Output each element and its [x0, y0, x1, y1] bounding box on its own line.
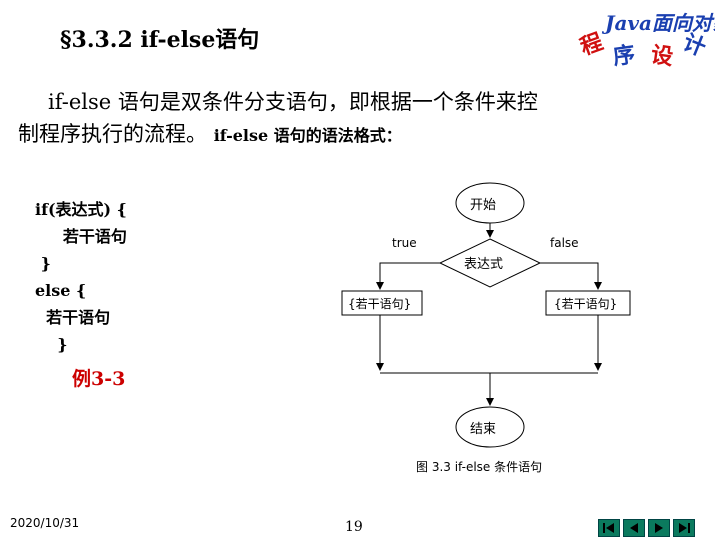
prev-icon — [630, 523, 638, 533]
code-line: } — [35, 254, 51, 273]
slide-navigation — [598, 519, 695, 537]
logo-char-3: 设 — [649, 42, 674, 68]
syntax-code-block: if(表达式) { 若干语句 } else { 若干语句 } — [35, 196, 127, 358]
condition-node — [438, 238, 542, 288]
example-link[interactable]: 例3-3 — [72, 368, 126, 390]
true-block-label: {若干语句} — [348, 297, 411, 311]
logo-char-2: 序 — [611, 41, 636, 68]
last-page-icon — [679, 523, 690, 533]
if-else-flowchart: 开始 表达式 true false {若干语句} {若干语句} 结束 图 3.3… — [341, 182, 631, 474]
code-line: } — [35, 335, 68, 354]
slide-title: §3.3.2 if-else语句 — [60, 27, 260, 53]
last-page-button[interactable] — [673, 519, 695, 537]
intro-line-1: if-else 语句是双条件分支语句，即根据一个条件来控 — [48, 90, 538, 114]
code-line: if(表达式) { — [35, 200, 127, 219]
end-label: 结束 — [470, 422, 496, 437]
end-node — [455, 406, 525, 448]
logo-char-1: 程 — [577, 29, 607, 61]
prev-page-button[interactable] — [623, 519, 645, 537]
code-line: 若干语句 — [35, 227, 127, 246]
next-page-button[interactable] — [648, 519, 670, 537]
true-label: true — [392, 236, 417, 250]
false-block — [545, 290, 631, 316]
first-page-icon — [603, 523, 614, 533]
code-line: 若干语句 — [35, 308, 111, 327]
next-icon — [655, 523, 663, 533]
page-number: 19 — [345, 519, 363, 535]
code-line: else { — [35, 281, 87, 300]
flowchart-caption: 图 3.3 if-else 条件语句 — [416, 460, 542, 474]
first-page-button[interactable] — [598, 519, 620, 537]
footer-date: 2020/10/31 — [10, 516, 80, 530]
condition-label: 表达式 — [464, 257, 503, 272]
intro-line-2: 制程序执行的流程。 — [18, 122, 207, 146]
false-label: false — [550, 236, 579, 250]
intro-syntax-label: if-else 语句的语法格式： — [213, 126, 402, 145]
false-block-label: {若干语句} — [554, 297, 617, 311]
true-block — [341, 290, 423, 316]
intro-paragraph: if-else 语句是双条件分支语句，即根据一个条件来控 制程序执行的流程。 i… — [18, 86, 708, 152]
course-logo: Java面向对象 程 序 设 计 — [577, 11, 715, 68]
start-label: 开始 — [470, 198, 496, 213]
logo-top-text: Java面向对象 — [601, 11, 715, 35]
